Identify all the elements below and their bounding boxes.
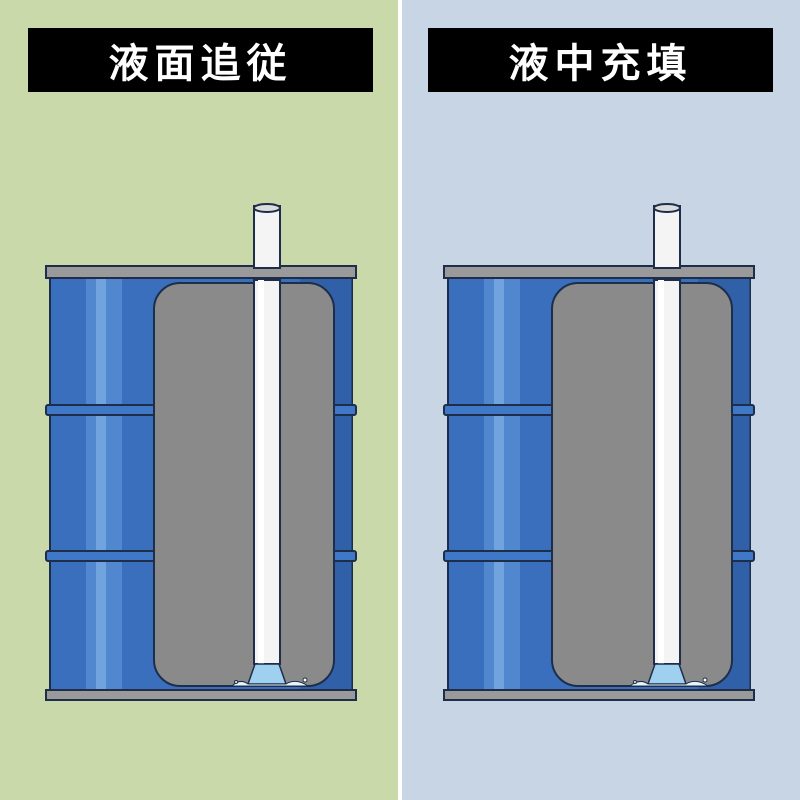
panel-left-illustration: [0, 0, 398, 800]
fill-nozzle-icon: [253, 203, 281, 665]
liquid-splash-icon: [230, 663, 310, 687]
liquid-splash-icon: [628, 663, 710, 687]
liquid-cutaway: [551, 282, 733, 687]
panel-divider: [398, 0, 402, 800]
liquid-cutaway: [153, 282, 335, 687]
panel-title: 液中充填: [428, 28, 773, 92]
panel-submerged-filling: 液中充填: [402, 0, 800, 800]
fill-nozzle-icon: [653, 203, 681, 665]
panel-liquid-surface-following: 液面追従: [0, 0, 398, 800]
panel-title: 液面追従: [28, 28, 373, 92]
panel-right-illustration: [402, 0, 800, 800]
